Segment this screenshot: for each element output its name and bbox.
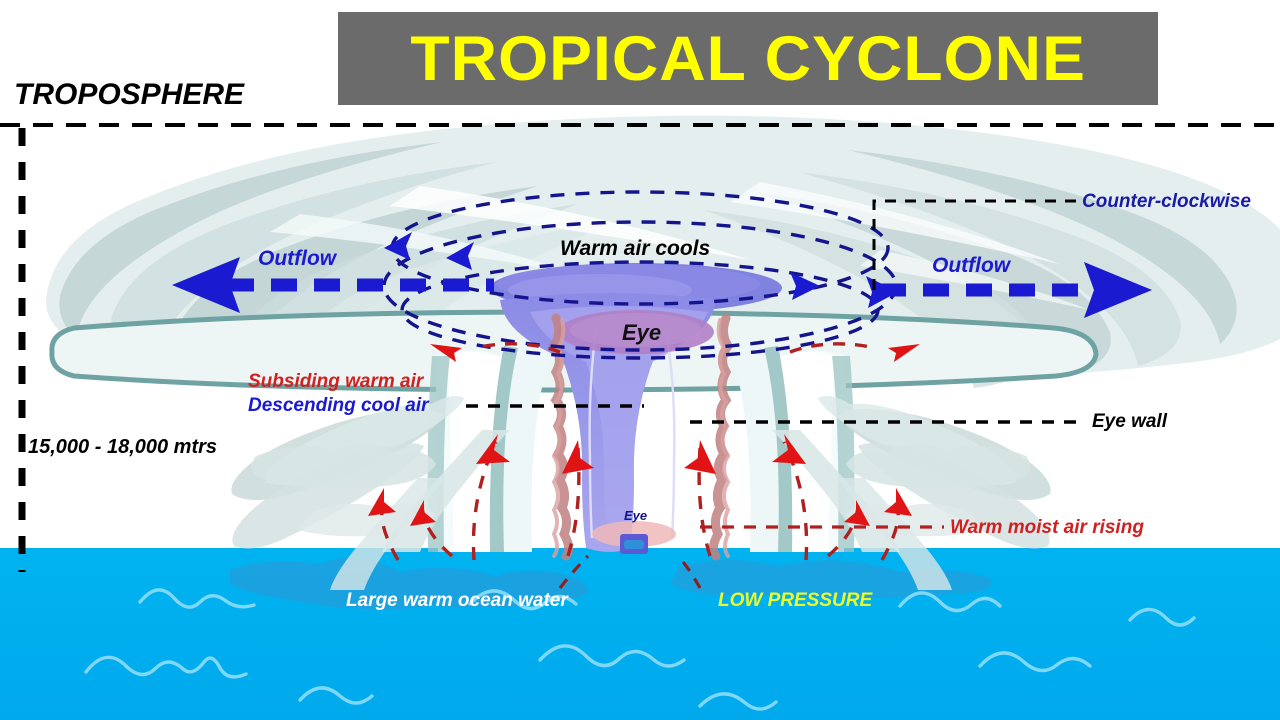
eye-upper-label: Eye — [622, 320, 662, 345]
counter-clockwise-leader — [872, 199, 1076, 296]
troposphere-boundary — [0, 123, 1280, 572]
subsiding-air-arrows — [473, 342, 877, 354]
counter-clockwise-label: Counter-clockwise — [1082, 191, 1251, 212]
title-plate: TROPICAL CYCLONE — [338, 12, 1158, 105]
subsiding-warm-air-label: Subsiding warm air — [248, 371, 424, 392]
altitude-label: 15,000 - 18,000 mtrs — [28, 436, 218, 458]
ocean-leaders — [558, 554, 702, 589]
ocean-layer — [0, 548, 1280, 720]
outflow-right-label: Outflow — [932, 254, 1011, 277]
rising-arrowheads — [368, 434, 912, 526]
warm-moist-air-rising-label: Warm moist air rising — [950, 517, 1144, 538]
eye-wall-label: Eye wall — [1092, 411, 1167, 432]
eye-column — [500, 293, 716, 554]
outflow-arrow-right — [880, 262, 1152, 318]
eye-lower-label: Eye — [624, 508, 648, 523]
page-title: TROPICAL CYCLONE — [410, 23, 1086, 94]
large-warm-ocean-water-label: Large warm ocean water — [346, 590, 568, 611]
troposphere-label: TROPOSPHERE — [14, 78, 245, 111]
low-pressure-label: LOW PRESSURE — [718, 590, 873, 611]
warm-air-cools-label: Warm air cools — [560, 237, 711, 260]
outflow-arrow-left — [172, 257, 494, 313]
descending-cool-air-label: Descending cool air — [248, 395, 429, 416]
subsiding-arrowheads — [430, 344, 920, 362]
outflow-left-label: Outflow — [258, 247, 337, 270]
